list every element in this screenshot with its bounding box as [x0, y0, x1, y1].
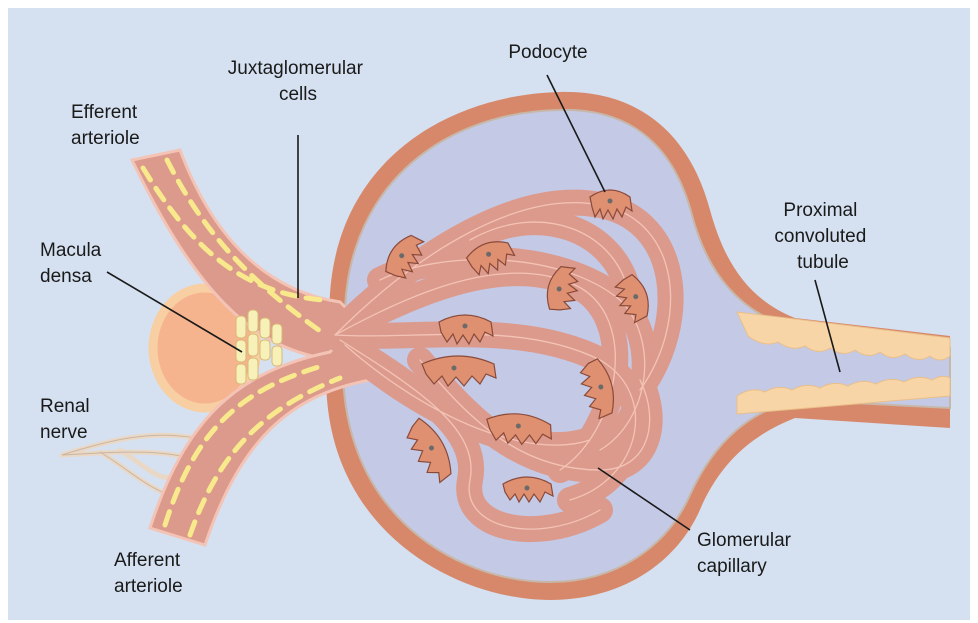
label-proximal-convoluted-tubule: Proximal convoluted tubule	[774, 200, 871, 273]
label-glomerular-capillary: Glomerular capillary	[697, 530, 796, 577]
label-juxtaglomerular-cells: Juxtaglomerular cells	[228, 58, 368, 105]
label-renal-nerve: Renal nerve	[40, 396, 95, 443]
label-podocyte: Podocyte	[508, 42, 587, 63]
label-afferent-arteriole: Afferent arteriole	[114, 550, 185, 597]
label-macula-densa: Macula densa	[40, 240, 107, 287]
label-efferent-arteriole: Efferent arteriole	[71, 102, 142, 149]
